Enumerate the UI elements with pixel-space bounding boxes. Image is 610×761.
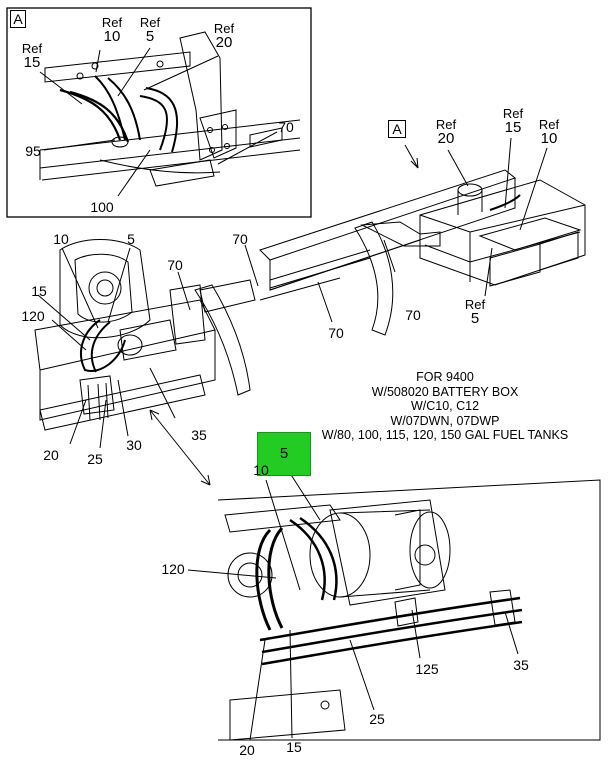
- main-callout-70-a: 70: [232, 231, 248, 247]
- detail-ref-10: Ref 10: [98, 16, 126, 45]
- detail-ref-10-number: 10: [103, 28, 121, 45]
- battery-ref-20-number: 20: [437, 130, 455, 147]
- starter-callout-25: 25: [369, 711, 385, 727]
- applicability-note: FOR 9400 W/508020 BATTERY BOX W/C10, C12…: [300, 370, 590, 443]
- detail-ref-15-number: 15: [23, 54, 41, 71]
- detail-ref-5: Ref 5: [136, 16, 164, 45]
- starter-view-artwork: [187, 469, 601, 741]
- detail-ref-5-prefix: Ref: [139, 15, 161, 30]
- battery-ref-20-prefix: Ref: [435, 117, 457, 132]
- note-line: W/508020 BATTERY BOX: [371, 384, 519, 399]
- detail-ref-10-prefix: Ref: [101, 15, 123, 30]
- battery-ref-20: Ref 20: [432, 118, 460, 147]
- battery-ref-5-prefix: Ref: [464, 297, 486, 312]
- starter-callout-120: 120: [161, 561, 185, 577]
- main-callout-70-c: 70: [405, 307, 421, 323]
- detail-ref-5-number: 5: [145, 28, 155, 45]
- main-callout-25: 25: [87, 451, 103, 467]
- main-callout-10: 10: [53, 231, 69, 247]
- main-callout-5: 5: [127, 231, 135, 247]
- starter-callout-125: 125: [415, 661, 439, 677]
- detail-callout-100: 100: [90, 199, 114, 215]
- detail-ref-20: Ref 20: [210, 22, 238, 51]
- note-line: FOR 9400: [416, 370, 474, 384]
- battery-ref-5: Ref 5: [461, 298, 489, 327]
- detail-view-letter: A: [10, 10, 26, 28]
- starter-callout-20: 20: [239, 742, 255, 758]
- detail-callout-95: 95: [25, 143, 41, 159]
- battery-ref-10-prefix: Ref: [538, 117, 560, 132]
- detail-ref-15: Ref 15: [18, 42, 46, 71]
- note-line: W/C10, C12: [410, 399, 480, 413]
- main-callout-70-d: 70: [328, 325, 344, 341]
- frame-brackets-artwork: [169, 221, 441, 396]
- note-line: W/07DWN, 07DWP: [390, 413, 500, 428]
- engine-view-artwork: [34, 239, 216, 486]
- battery-ref-15-prefix: Ref: [502, 106, 524, 121]
- highlighted-callout[interactable]: 5: [257, 432, 311, 476]
- main-callout-70-b: 70: [167, 257, 183, 273]
- battery-ref-10-number: 10: [540, 130, 558, 147]
- battery-ref-5-number: 5: [470, 310, 480, 327]
- battery-ref-15-number: 15: [504, 119, 522, 136]
- note-line: W/80, 100, 115, 120, 150 GAL FUEL TANKS: [321, 428, 569, 442]
- battery-ref-10: Ref 10: [535, 118, 563, 147]
- starter-callout-35: 35: [513, 657, 529, 673]
- main-callout-30: 30: [126, 437, 142, 453]
- highlighted-callout-label: 5: [279, 445, 289, 462]
- main-callout-20: 20: [43, 447, 59, 463]
- detail-ref-20-number: 20: [215, 34, 233, 51]
- battery-box-artwork: [259, 137, 586, 297]
- detail-callout-70: 70: [278, 119, 294, 135]
- battery-view-letter: A: [388, 120, 406, 138]
- starter-callout-15: 15: [286, 739, 302, 755]
- detail-ref-20-prefix: Ref: [213, 21, 235, 36]
- main-callout-35: 35: [191, 427, 207, 443]
- starter-callout-10: 10: [253, 462, 269, 478]
- detail-ref-15-prefix: Ref: [21, 41, 43, 56]
- main-callout-15: 15: [31, 283, 47, 299]
- battery-ref-15: Ref 15: [499, 107, 527, 136]
- detail-view-a-artwork: [6, 7, 312, 218]
- main-callout-120: 120: [21, 308, 45, 324]
